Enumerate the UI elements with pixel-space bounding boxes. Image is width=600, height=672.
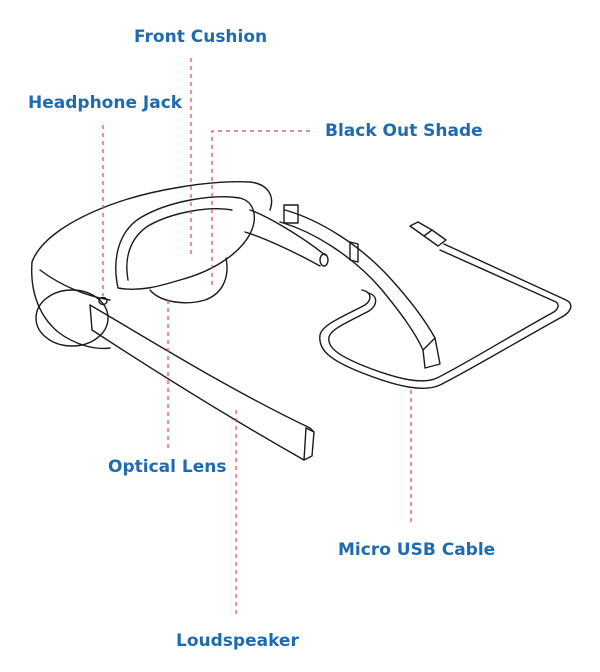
right-arm-end <box>422 337 441 369</box>
usb-cable-outer <box>319 243 572 390</box>
front-cushion-shape <box>115 196 256 290</box>
leader-black-out-shade <box>211 130 310 285</box>
headset-illustration <box>31 181 572 461</box>
left-shell <box>31 181 273 263</box>
usb-cable-inner <box>328 249 559 382</box>
shade-strip-inner <box>279 221 424 351</box>
usb-plug-collar <box>423 229 447 247</box>
shade-strip <box>284 209 436 339</box>
shell-seam <box>39 269 111 301</box>
left-arm-front <box>89 304 93 331</box>
bridge-bar-bottom <box>244 231 321 267</box>
label-micro-usb-cable: Micro USB Cable <box>338 540 496 560</box>
label-front-cushion: Front Cushion <box>134 27 268 47</box>
left-earcup <box>35 289 109 347</box>
label-headphone-jack: Headphone Jack <box>28 93 183 113</box>
label-black-out-shade: Black Out Shade <box>325 121 483 141</box>
label-optical-lens: Optical Lens <box>108 457 227 477</box>
label-loudspeaker: Loudspeaker <box>176 631 299 651</box>
left-arm-top <box>89 304 315 433</box>
bridge-bar-top <box>249 209 326 256</box>
optical-lens-housing <box>149 257 228 304</box>
usb-plug <box>409 221 433 237</box>
left-arm-end <box>303 427 315 461</box>
bridge-knob <box>319 253 329 267</box>
left-arm-bottom <box>91 329 305 461</box>
shade-clip <box>283 204 299 224</box>
headphone-jack-port <box>98 296 108 306</box>
right-arm-slider <box>349 241 359 263</box>
front-cushion-inner <box>126 208 233 281</box>
left-shell-lower <box>31 261 111 350</box>
leader-lines <box>102 58 412 615</box>
